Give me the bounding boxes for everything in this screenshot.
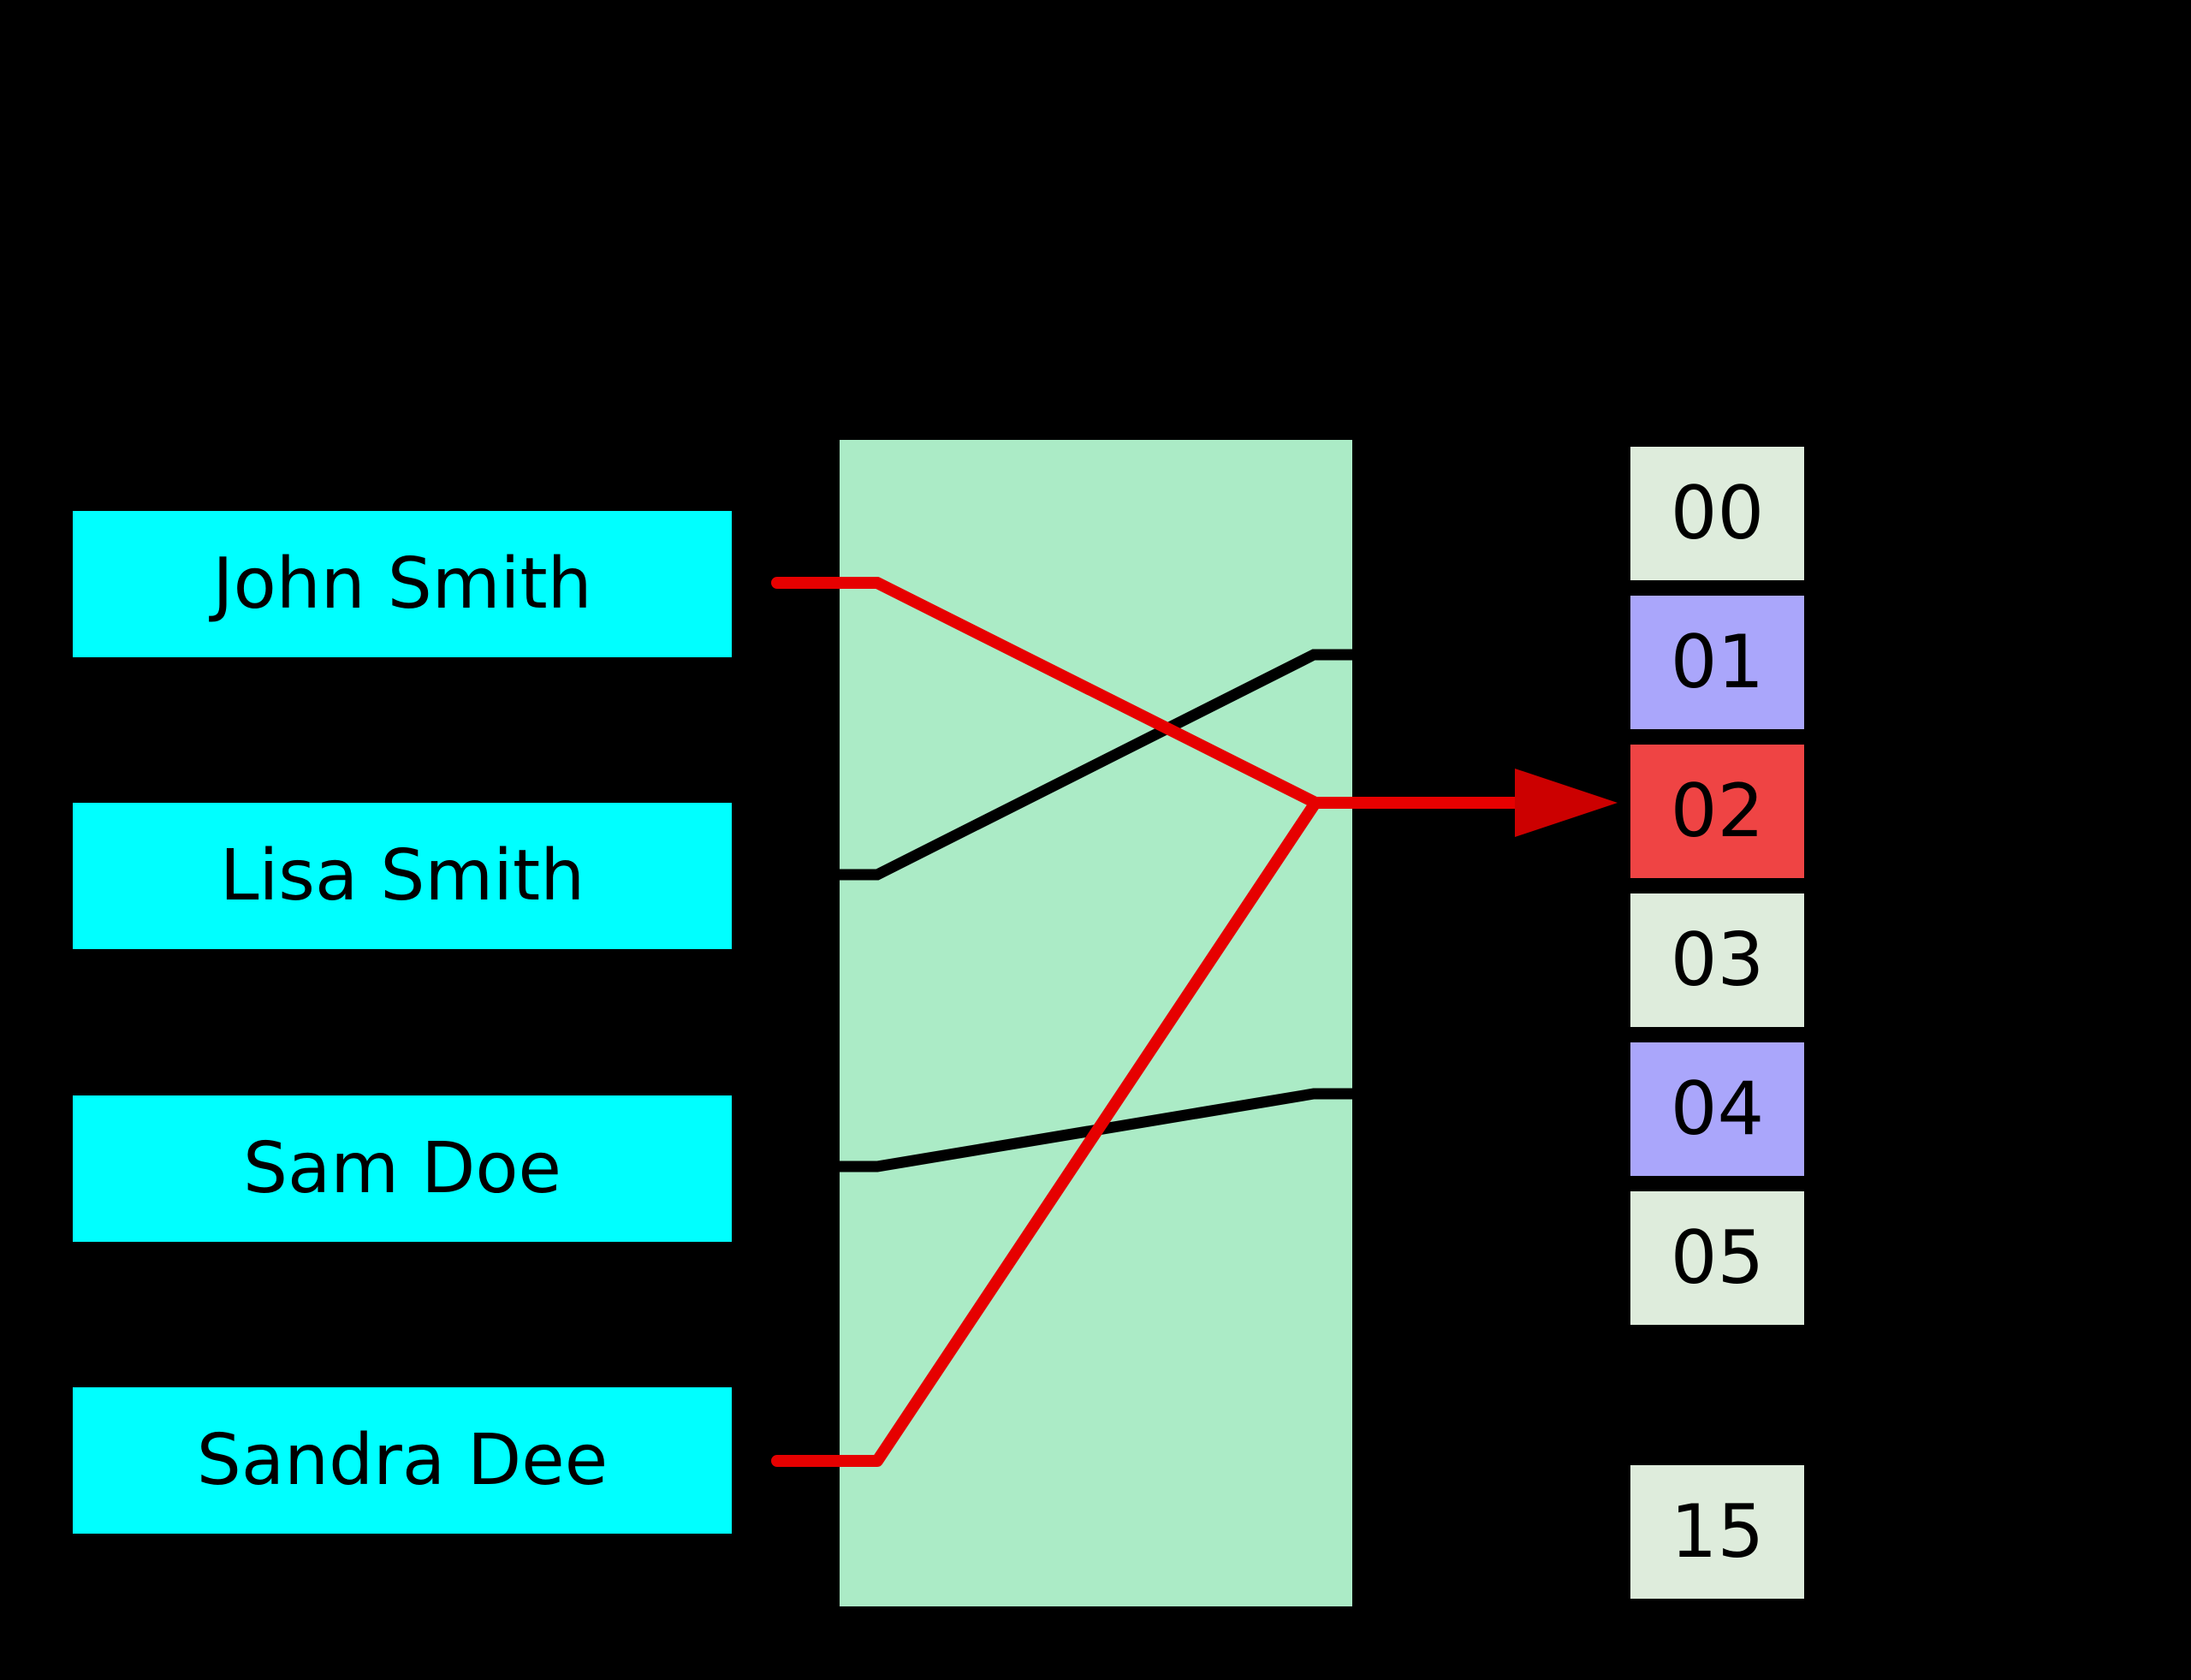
bucket-index-label: 05 [1670, 1215, 1765, 1301]
hash-function-region [840, 440, 1352, 1606]
key-label: Lisa Smith [219, 834, 585, 917]
key-label: John Smith [212, 543, 592, 625]
bucket-15[interactable]: 15 [1630, 1465, 1804, 1599]
wire-lisa-smith [840, 649, 1352, 881]
bucket-03[interactable]: 03 [1630, 893, 1804, 1027]
arrowhead-icon [1515, 769, 1618, 837]
bucket-00[interactable]: 00 [1630, 447, 1804, 580]
bucket-index-label: 01 [1670, 620, 1765, 705]
bucket-index-label: 02 [1670, 769, 1765, 854]
wire-sandra-dee-highlight [771, 797, 1321, 1467]
bucket-01[interactable]: 01 [1630, 596, 1804, 729]
key-box-sam-doe[interactable]: Sam Doe [73, 1095, 732, 1242]
key-box-sandra-dee[interactable]: Sandra Dee [73, 1387, 732, 1534]
bucket-02[interactable]: 02 [1630, 745, 1804, 878]
wire-john-smith-highlight [771, 577, 1321, 809]
key-box-john-smith[interactable]: John Smith [73, 511, 732, 657]
key-label: Sandra Dee [196, 1419, 609, 1501]
bucket-index-label: 00 [1670, 471, 1765, 556]
bucket-index-label: 04 [1670, 1066, 1765, 1152]
key-label: Sam Doe [242, 1127, 561, 1209]
wire-sam-doe [840, 1088, 1352, 1172]
bucket-index-label: 03 [1670, 917, 1765, 1003]
bucket-05[interactable]: 05 [1630, 1191, 1804, 1325]
key-box-lisa-smith[interactable]: Lisa Smith [73, 803, 732, 949]
bucket-index-label: 15 [1670, 1489, 1765, 1575]
bucket-04[interactable]: 04 [1630, 1042, 1804, 1176]
